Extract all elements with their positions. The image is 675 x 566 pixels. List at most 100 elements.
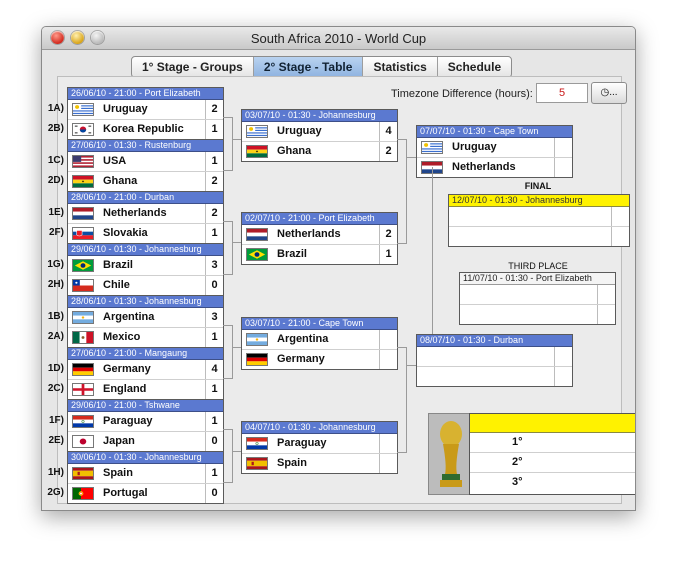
- team-name: Ghana: [103, 175, 138, 187]
- team-score[interactable]: [597, 305, 615, 324]
- tab-table[interactable]: 2° Stage - Table: [253, 57, 364, 77]
- team-score[interactable]: [611, 227, 629, 246]
- team-row[interactable]: [449, 227, 629, 246]
- team-score[interactable]: 2: [205, 172, 223, 191]
- team-row[interactable]: Korea Republic 1: [68, 120, 223, 139]
- bracket-connector: [397, 347, 407, 453]
- team-row[interactable]: Netherlands: [417, 158, 572, 177]
- tab-schedule[interactable]: Schedule: [447, 60, 502, 74]
- team-name: Netherlands: [277, 228, 341, 240]
- team-score[interactable]: 4: [205, 360, 223, 379]
- team-score[interactable]: 1: [379, 245, 397, 264]
- title-bar: South Africa 2010 - World Cup: [42, 27, 635, 50]
- zoom-window-button[interactable]: [91, 31, 104, 44]
- team-row[interactable]: [460, 305, 615, 324]
- team-row[interactable]: Brazil 1: [242, 245, 397, 264]
- seed-label: 2C): [47, 383, 64, 394]
- tab-statistics[interactable]: Statistics: [363, 57, 438, 77]
- timezone-button[interactable]: ◷...: [591, 82, 627, 104]
- team-score[interactable]: [554, 347, 572, 366]
- team-score[interactable]: 2: [205, 204, 223, 223]
- team-score[interactable]: [597, 285, 615, 304]
- team-score[interactable]: [554, 138, 572, 157]
- team-score[interactable]: 3: [205, 256, 223, 275]
- team-score[interactable]: 1: [205, 328, 223, 347]
- seed-label: 1A): [47, 103, 64, 114]
- podium-row: 3°: [470, 473, 635, 492]
- team-score[interactable]: 1: [205, 152, 223, 171]
- minimize-window-button[interactable]: [71, 31, 84, 44]
- podium-place: 3°: [512, 476, 523, 488]
- paraguay-flag-icon: [72, 415, 94, 428]
- team-row[interactable]: Uruguay: [417, 138, 572, 158]
- team-row[interactable]: Argentina: [242, 330, 397, 350]
- team-score[interactable]: [554, 158, 572, 177]
- team-score[interactable]: 1: [205, 380, 223, 399]
- team-name: Portugal: [103, 487, 148, 499]
- team-score[interactable]: [554, 367, 572, 386]
- team-score[interactable]: 2: [379, 225, 397, 244]
- team-row[interactable]: [460, 285, 615, 305]
- team-name: Brazil: [277, 248, 307, 260]
- team-score[interactable]: 4: [379, 122, 397, 141]
- team-score[interactable]: 1: [205, 120, 223, 139]
- team-row[interactable]: Germany: [242, 350, 397, 369]
- close-window-button[interactable]: [51, 31, 64, 44]
- tab-groups[interactable]: 1° Stage - Groups: [132, 57, 254, 77]
- team-score[interactable]: 2: [379, 142, 397, 161]
- match-header: 08/07/10 - 01:30 - Durban: [417, 335, 572, 347]
- team-score[interactable]: 0: [205, 484, 223, 503]
- team-row[interactable]: [417, 347, 572, 367]
- team-score[interactable]: 1: [205, 412, 223, 431]
- team-row[interactable]: [449, 207, 629, 227]
- team-score[interactable]: [611, 207, 629, 226]
- team-score[interactable]: 1: [205, 464, 223, 483]
- team-row[interactable]: Portugal 0: [68, 484, 223, 503]
- team-score[interactable]: [379, 434, 397, 453]
- team-score[interactable]: [379, 350, 397, 369]
- team-row[interactable]: Ghana 2: [68, 172, 223, 191]
- uruguay-flag-icon: [72, 103, 94, 116]
- team-row[interactable]: Spain: [242, 454, 397, 473]
- team-score[interactable]: 2: [205, 100, 223, 119]
- team-score[interactable]: [379, 454, 397, 473]
- team-name: Paraguay: [277, 437, 327, 449]
- team-score[interactable]: 3: [205, 308, 223, 327]
- team-score[interactable]: 0: [205, 276, 223, 295]
- team-name: Korea Republic: [103, 123, 184, 135]
- team-score[interactable]: [379, 330, 397, 349]
- netherlands-flag-icon: [72, 207, 94, 220]
- semi-final-match: 08/07/10 - 01:30 - Durban: [416, 334, 573, 387]
- seed-label: 1B): [47, 311, 64, 322]
- team-row[interactable]: Netherlands 2: [242, 225, 397, 245]
- bracket-connector: [432, 167, 433, 334]
- brazil-flag-icon: [246, 248, 268, 261]
- team-score[interactable]: 0: [205, 432, 223, 451]
- team-score[interactable]: 1: [205, 224, 223, 243]
- timezone-input[interactable]: 5: [536, 83, 588, 103]
- team-row[interactable]: [417, 367, 572, 386]
- bracket-connector: [232, 451, 241, 452]
- seed-label: 2D): [47, 175, 64, 186]
- team-row[interactable]: Paraguay: [242, 434, 397, 454]
- seed-label: 1G): [47, 259, 64, 270]
- chile-flag-icon: [72, 279, 94, 292]
